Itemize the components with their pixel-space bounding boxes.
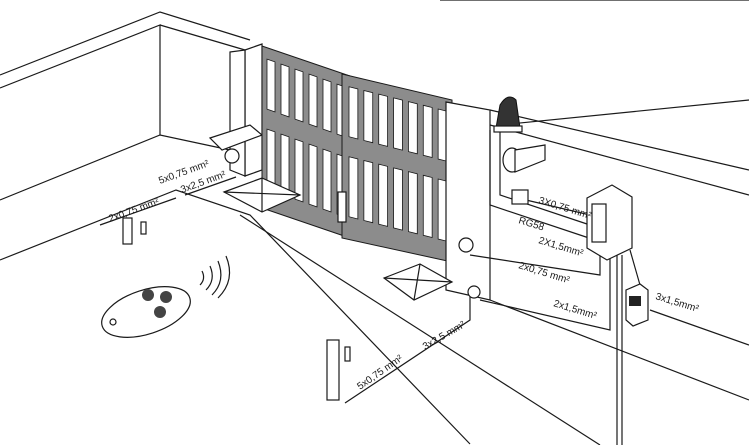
cable-label-front-motor: 3x2,5 mm² — [421, 319, 468, 352]
gate-bar — [280, 63, 290, 118]
gate-bar — [408, 171, 418, 235]
right-pillar — [440, 0, 749, 401]
keypad — [625, 283, 649, 327]
remote-control — [101, 286, 191, 338]
radio-waves-icon — [199, 255, 231, 299]
motor-ground-plates — [222, 177, 454, 301]
cable-label-front-post: 5x0,75 mm² — [355, 353, 405, 393]
gate-bar — [348, 86, 359, 140]
cable-runs — [0, 130, 749, 445]
gate-bar — [294, 68, 304, 123]
cable-label-keypad: 3x1,5mm² — [654, 291, 700, 315]
cable-label-fence-photocell: 2x0,75 mm² — [107, 196, 161, 225]
gate-bar — [408, 101, 418, 155]
gate-bar — [363, 89, 374, 144]
gate-stop — [337, 191, 347, 223]
gate-bar — [322, 78, 332, 133]
gate-bar — [422, 174, 433, 239]
gate-bar — [422, 104, 433, 159]
left-pillar — [208, 43, 264, 177]
front-post — [326, 339, 351, 401]
gate-bar — [308, 143, 318, 208]
right-gate-leaf — [341, 73, 453, 263]
fence-post — [122, 217, 147, 245]
gate-bar — [378, 93, 388, 147]
cable-label-antenna: RG58 — [517, 215, 546, 233]
antenna-box — [511, 189, 529, 205]
gate-bar — [294, 138, 304, 203]
cable-label-right-photocell: 2x0,75 mm² — [517, 260, 571, 286]
gate-bar — [308, 73, 318, 128]
gate-bar — [363, 159, 374, 224]
left-gate-leaf — [261, 45, 351, 239]
cable-label-flashlight: 3X0,75 mm² — [537, 195, 593, 222]
gate-bar — [393, 97, 403, 151]
gate-bar — [378, 163, 388, 227]
wall-photocell — [224, 144, 546, 299]
flashing-lamp — [493, 96, 523, 133]
gate-bar — [393, 167, 403, 231]
left-wall — [0, 11, 251, 201]
gate-bar — [322, 148, 332, 213]
cable-label-photocell-tx: 2X1,5mm² — [537, 235, 585, 259]
gate-bar — [266, 58, 276, 113]
gate-bar — [348, 156, 359, 220]
control-box — [586, 184, 633, 261]
